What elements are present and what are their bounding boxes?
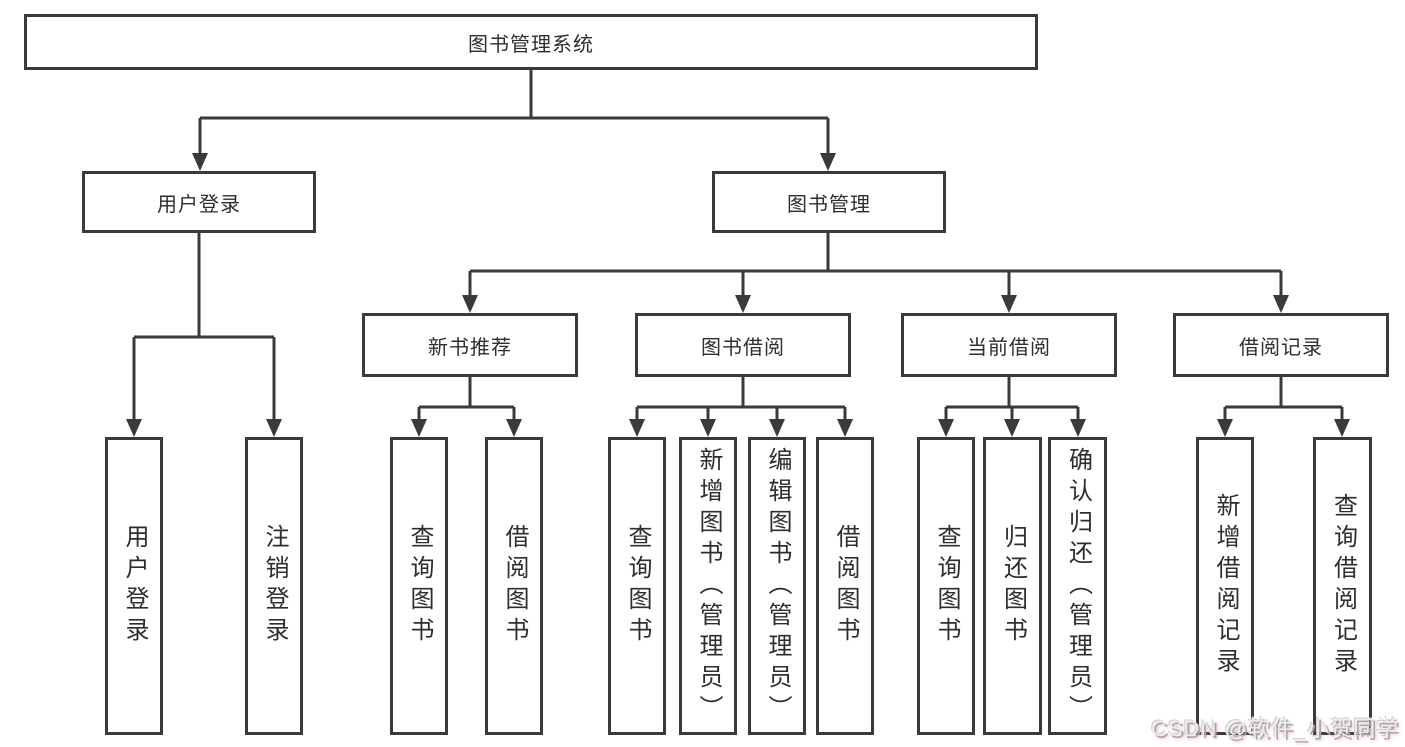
- arrowhead: [700, 419, 716, 437]
- arrowhead: [1001, 295, 1017, 313]
- leaf-query-books-2: 查询图书: [608, 437, 666, 735]
- arrowhead: [266, 419, 282, 437]
- arrowhead: [192, 153, 208, 171]
- connector-current-borrow-to-leaves: [938, 377, 1086, 437]
- arrowhead: [1217, 419, 1233, 437]
- leaf-query-books-3: 查询图书: [917, 437, 975, 735]
- node-borrow-records: 借阅记录: [1173, 313, 1389, 377]
- connector-user-login-to-leaves: [126, 233, 282, 437]
- arrowhead: [820, 153, 836, 171]
- leaf-add-borrow-record: 新增借阅记录: [1196, 437, 1254, 735]
- leaf-edit-books-admin: 编辑图书（管理员）: [748, 437, 806, 735]
- connector-root-to-branches: [192, 70, 836, 171]
- arrowhead: [735, 295, 751, 313]
- arrowhead: [769, 419, 785, 437]
- arrowhead: [1004, 419, 1020, 437]
- leaf-confirm-return-admin: 确认归还（管理员）: [1048, 437, 1107, 735]
- arrowhead: [1334, 419, 1350, 437]
- leaf-logout: 注销登录: [245, 437, 303, 735]
- arrowhead: [938, 419, 954, 437]
- arrowhead: [629, 419, 645, 437]
- node-user-login: 用户登录: [82, 171, 316, 233]
- arrowhead: [462, 295, 478, 313]
- connector-new-book-rec-to-leaves: [411, 377, 522, 437]
- arrowhead: [837, 419, 853, 437]
- watermark: CSDN @软件_小贺同学: [1150, 716, 1399, 741]
- arrowhead: [1273, 295, 1289, 313]
- arrowhead: [126, 419, 142, 437]
- arrowhead: [506, 419, 522, 437]
- node-root: 图书管理系统: [24, 14, 1038, 70]
- node-book-mgmt: 图书管理: [712, 171, 946, 233]
- arrowhead: [1070, 419, 1086, 437]
- leaf-return-books: 归还图书: [983, 437, 1042, 735]
- leaf-query-borrow-record: 查询借阅记录: [1313, 437, 1372, 735]
- node-new-book-rec: 新书推荐: [362, 313, 578, 377]
- node-book-borrow: 图书借阅: [635, 313, 851, 377]
- connector-borrow-records-to-leaves: [1217, 377, 1350, 437]
- connector-book-mgmt-to-sections: [462, 233, 1289, 313]
- node-current-borrow: 当前借阅: [901, 313, 1117, 377]
- connector-book-borrow-to-leaves: [629, 377, 853, 437]
- leaf-borrow-books-2: 借阅图书: [816, 437, 874, 735]
- leaf-query-books-1: 查询图书: [390, 437, 448, 735]
- leaf-borrow-books-1: 借阅图书: [485, 437, 543, 735]
- leaf-user-login: 用户登录: [105, 437, 163, 735]
- arrowhead: [411, 419, 427, 437]
- leaf-add-books-admin: 新增图书（管理员）: [679, 437, 737, 735]
